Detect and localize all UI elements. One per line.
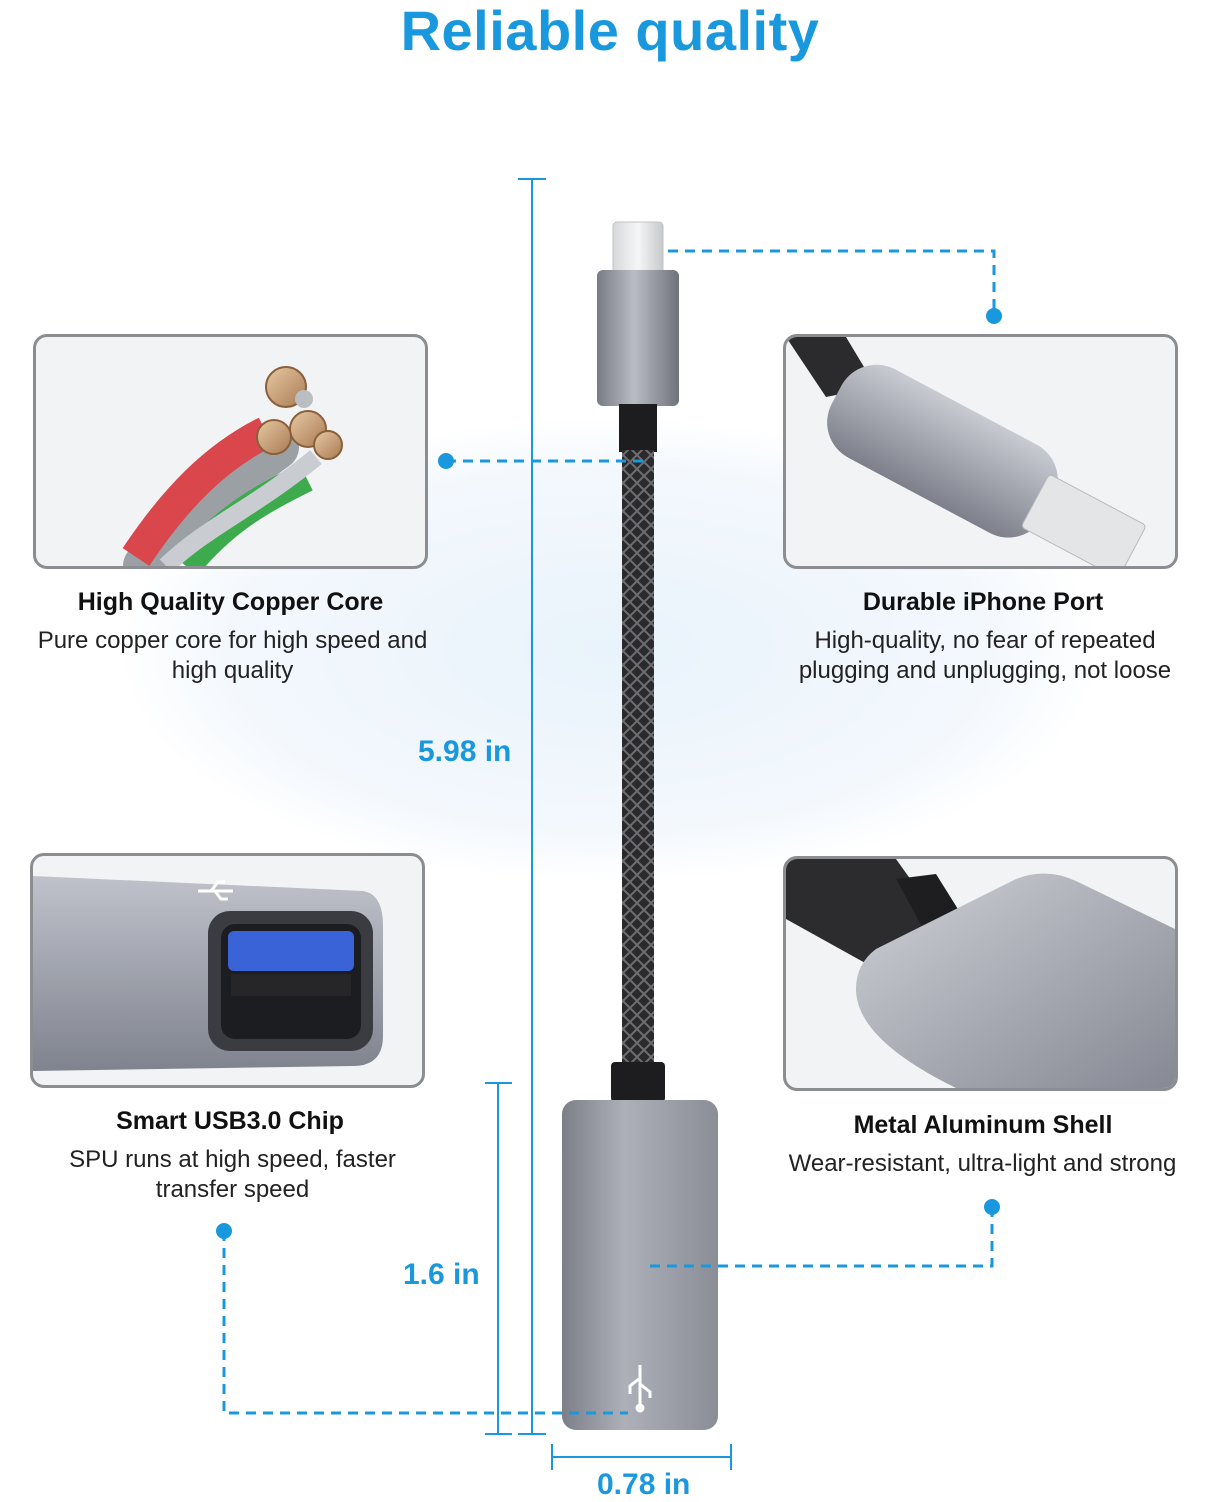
callout-iphone-port <box>668 249 996 316</box>
feature-desc-copper-1: Pure copper core for high speed and <box>37 627 428 654</box>
dimension-line-length <box>518 178 546 1435</box>
callout-dot-shell <box>984 1199 1000 1215</box>
feature-title-usb: Smart USB3.0 Chip <box>116 1107 344 1135</box>
feature-desc-shell-1: Wear-resistant, ultra-light and strong <box>788 1150 1177 1177</box>
dimension-line-connector <box>485 1082 512 1435</box>
feature-desc-iphone-1: High-quality, no fear of repeated <box>814 627 1156 654</box>
usb-female-body <box>562 1100 718 1430</box>
aluminum-shell-panel <box>783 856 1178 1091</box>
callout-usb-chip <box>222 1231 628 1415</box>
lightning-pin <box>612 221 664 275</box>
strain-relief-bottom <box>611 1062 665 1102</box>
feature-desc-usb-1: SPU runs at high speed, faster <box>69 1146 396 1173</box>
dimension-length-label: 5.98 in <box>418 735 512 768</box>
callout-dot-copper <box>438 453 454 469</box>
feature-desc-copper-2: high quality <box>171 657 294 684</box>
dimension-line-width <box>551 1444 732 1470</box>
dimension-connector-label: 1.6 in <box>403 1258 480 1291</box>
feature-title-shell: Metal Aluminum Shell <box>853 1111 1113 1139</box>
lightning-plug <box>597 270 679 406</box>
iphone-port-panel <box>783 334 1178 569</box>
copper-core-image <box>122 366 343 566</box>
dimension-width-label: 0.78 in <box>597 1468 691 1501</box>
iphone-port-image <box>786 337 1146 566</box>
page-title: Reliable quality <box>400 0 820 62</box>
usb-chip-image <box>33 876 383 1071</box>
usb-chip-panel <box>30 853 425 1088</box>
copper-core-panel <box>33 334 428 569</box>
strain-relief-top <box>619 404 657 452</box>
feature-title-iphone: Durable iPhone Port <box>862 588 1104 616</box>
usb-icon <box>198 880 233 901</box>
callout-dot-iphone <box>986 308 1002 324</box>
feature-desc-usb-2: transfer speed <box>155 1176 310 1203</box>
callout-aluminum-shell <box>643 1207 994 1268</box>
callout-dot-usb <box>216 1223 232 1239</box>
braided-cable <box>622 450 654 1068</box>
aluminum-shell-image <box>786 859 1175 1088</box>
feature-desc-iphone-2: plugging and unplugging, not loose <box>798 657 1172 684</box>
feature-title-copper: High Quality Copper Core <box>77 588 384 616</box>
usb-icon <box>628 1365 652 1413</box>
